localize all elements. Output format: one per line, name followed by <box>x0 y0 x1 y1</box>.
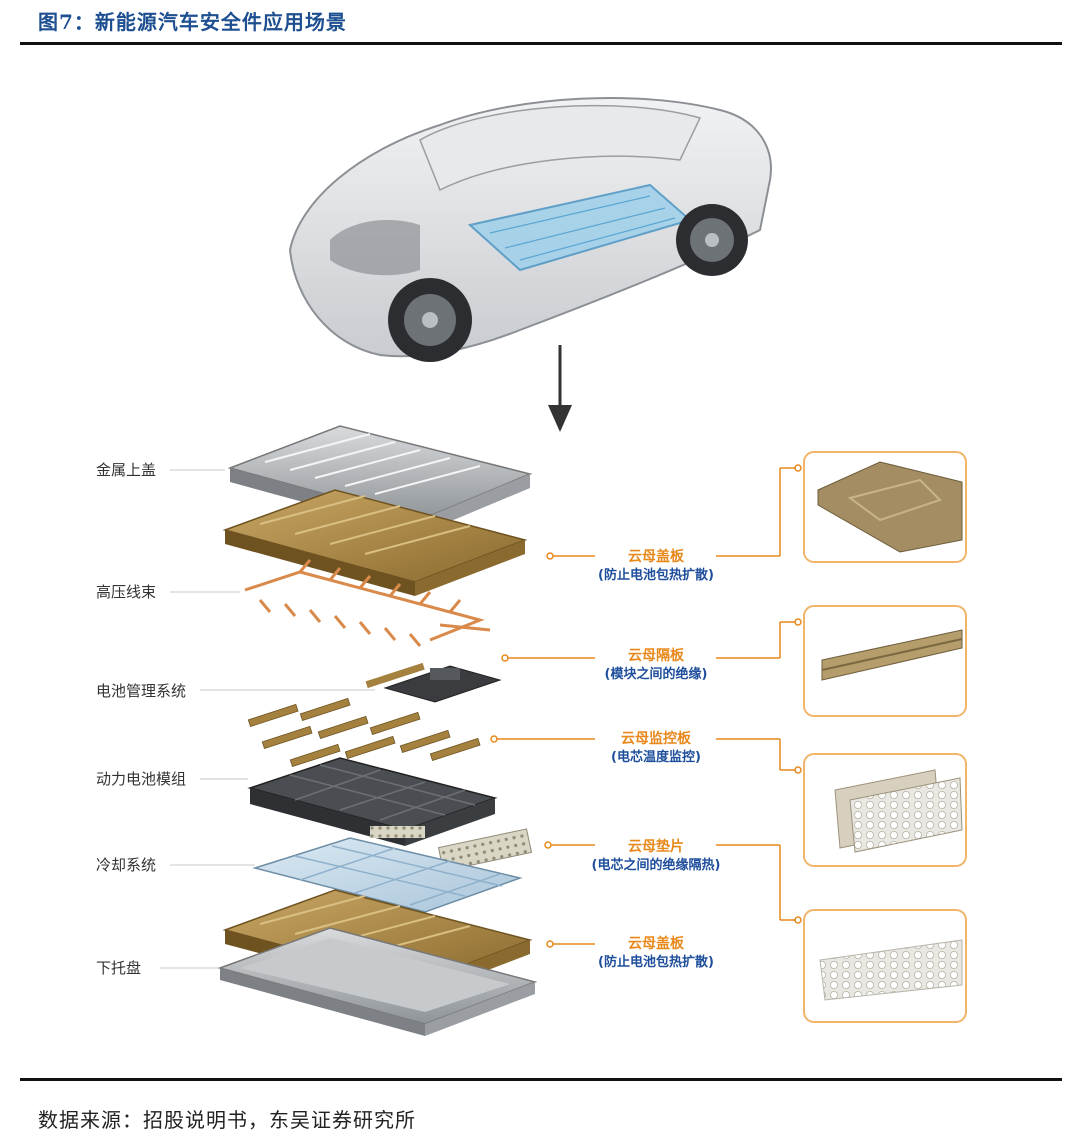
annotation-title: 云母盖板 <box>628 935 685 952</box>
photo-panel-mica-cover <box>803 451 967 563</box>
layer-label-lower-tray: 下托盘 <box>96 959 141 977</box>
figure-title: 图7：新能源汽车安全件应用场景 <box>38 10 347 34</box>
photo-panel-mica-monitor-board <box>803 753 967 867</box>
annotation-subtitle: (防止电池包热扩散) <box>598 954 714 970</box>
annotation-title: 云母隔板 <box>628 647 685 664</box>
annotation-mica-monitor-board: 云母监控板 (电芯温度监控) <box>490 730 802 774</box>
annotation-subtitle: (模块之间的绝缘) <box>605 666 708 682</box>
top-rule <box>20 42 1062 45</box>
photo-panel-mica-separator <box>803 605 967 717</box>
source-note: 数据来源：招股说明书，东吴证券研究所 <box>38 1108 416 1132</box>
annotation-mica-cover-bottom: 云母盖板 (防止电池包热扩散) <box>546 935 714 970</box>
annotation-subtitle: (电芯温度监控) <box>611 749 701 765</box>
annotation-subtitle: (防止电池包热扩散) <box>598 567 714 583</box>
photo-panel-mica-gasket <box>803 909 967 1023</box>
layer-label-hv-harness: 高压线束 <box>96 583 156 601</box>
layer-label-cooling: 冷却系统 <box>96 856 156 874</box>
layer-label-bms: 电池管理系统 <box>96 682 186 700</box>
annotation-mica-gasket: 云母垫片 (电芯之间的绝缘隔热) <box>544 838 802 924</box>
down-arrow-icon <box>548 345 572 432</box>
annotation-mica-cover-top: 云母盖板 (防止电池包热扩散) <box>546 464 802 583</box>
bottom-rule <box>20 1078 1062 1081</box>
annotation-mica-separator: 云母隔板 (模块之间的绝缘) <box>501 618 802 682</box>
layer-cooling <box>252 837 523 913</box>
annotation-title: 云母盖板 <box>628 548 685 565</box>
layer-label-metal-cover: 金属上盖 <box>96 461 156 479</box>
diagram: 金属上盖 高压线束 电池管理系统 动力电池模组 冷却系统 下托盘 <box>96 97 967 1036</box>
layer-battery-module <box>247 757 498 846</box>
layer-lower-tray <box>217 927 538 1036</box>
layer-mica-separators <box>247 697 481 768</box>
layer-label-battery-module: 动力电池模组 <box>96 770 186 788</box>
layer-bms <box>365 662 502 703</box>
annotation-title: 云母垫片 <box>628 838 684 855</box>
layer-hv-harness <box>244 559 491 647</box>
car-illustration <box>288 97 772 362</box>
annotation-title: 云母监控板 <box>621 730 692 747</box>
annotation-subtitle: (电芯之间的绝缘隔热) <box>592 857 721 873</box>
